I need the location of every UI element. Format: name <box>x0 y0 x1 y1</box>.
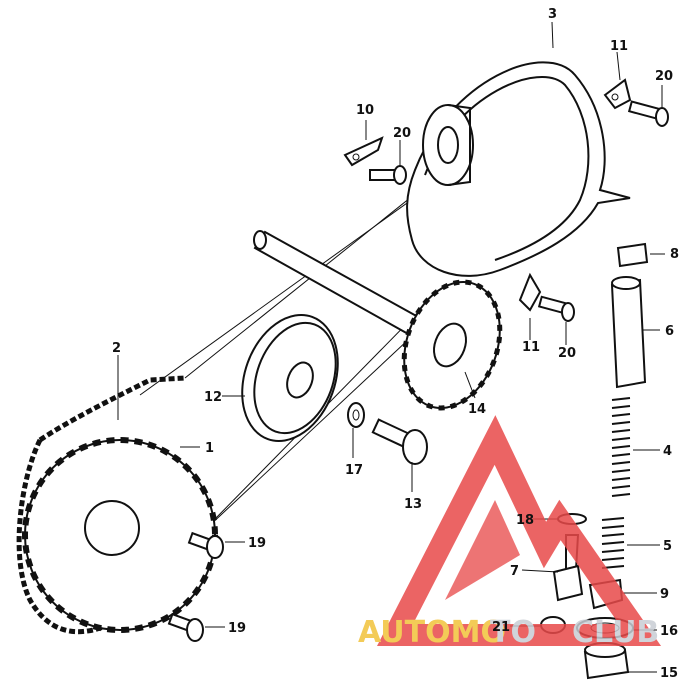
bolt-20-right <box>627 100 669 127</box>
callout-20-lower: 20 <box>558 346 576 361</box>
callout-14: 14 <box>468 402 486 417</box>
drum-12 <box>241 314 339 442</box>
spring-5 <box>601 517 625 569</box>
rear-sprocket <box>22 437 218 633</box>
callout-8: 8 <box>670 247 679 262</box>
tensioner-roller <box>422 104 474 186</box>
callout-9: 9 <box>660 587 669 602</box>
callout-2: 2 <box>112 341 121 356</box>
tensioner-shaft <box>253 230 422 337</box>
callout-labels: 3 11 20 10 20 8 6 11 20 2 1 12 14 4 17 1… <box>112 7 679 681</box>
spring-4 <box>611 397 631 497</box>
callout-11-lower: 11 <box>522 340 540 355</box>
watermark-logo: AUTOMO TO CLUB <box>358 415 662 650</box>
callout-17: 17 <box>345 463 363 478</box>
bolt-13 <box>371 418 428 465</box>
callout-7: 7 <box>510 564 519 579</box>
bracket-11-top <box>603 78 632 110</box>
callout-19-b: 19 <box>228 621 246 636</box>
tube-6 <box>610 276 647 389</box>
callout-11-top: 11 <box>610 39 628 54</box>
watermark-text-2: TO <box>490 615 536 650</box>
callout-12: 12 <box>204 390 222 405</box>
bolt-20-lower <box>537 295 575 322</box>
bracket-11-lower <box>518 272 542 312</box>
callout-20-top-right: 20 <box>655 69 673 84</box>
bolt-19-b <box>167 612 204 642</box>
cap-8 <box>616 242 649 268</box>
drive-sprocket-14 <box>401 279 503 411</box>
callout-19-a: 19 <box>248 536 266 551</box>
callout-21: 21 <box>492 620 510 635</box>
callout-5: 5 <box>663 539 672 554</box>
leader-lines <box>117 21 665 673</box>
bolt-20-left <box>369 165 407 185</box>
watermark-text-1: AUTOMO <box>358 615 506 650</box>
bracket-10 <box>343 136 384 167</box>
callout-16: 16 <box>660 624 678 639</box>
callout-6: 6 <box>665 324 674 339</box>
bolt-19-a <box>187 531 224 559</box>
callout-4: 4 <box>663 444 672 459</box>
callout-1: 1 <box>205 441 214 456</box>
callout-20-left: 20 <box>393 126 411 141</box>
callout-15: 15 <box>660 666 678 681</box>
callout-18: 18 <box>516 513 534 528</box>
callout-3: 3 <box>548 7 557 22</box>
washer-17 <box>347 402 365 428</box>
watermark-text-3: CLUB <box>572 615 659 650</box>
callout-10: 10 <box>356 103 374 118</box>
callout-13: 13 <box>404 497 422 512</box>
